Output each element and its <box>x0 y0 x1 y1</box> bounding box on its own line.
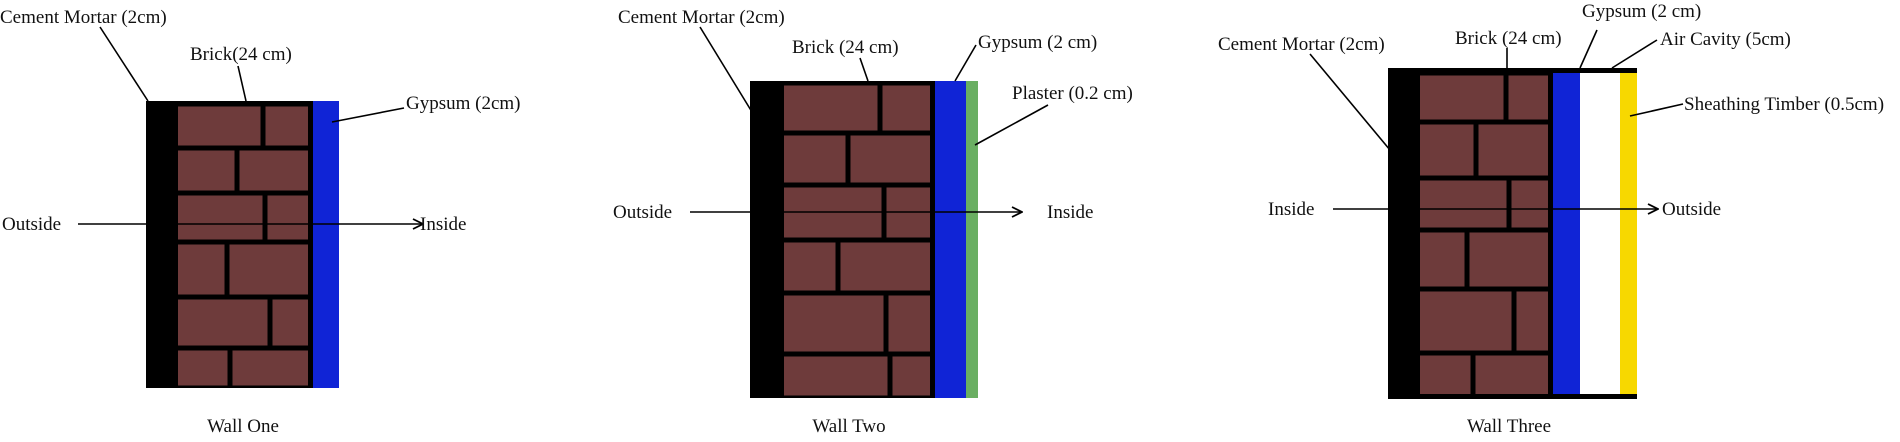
wall-two-cement-mortar-layer <box>750 81 779 398</box>
wall-three-gypsum-leader <box>1579 29 1598 69</box>
wall-two-gypsum-label: Gypsum (2 cm) <box>978 32 1097 53</box>
brick <box>178 299 268 346</box>
brick <box>232 350 308 386</box>
wall-two-brick-leader <box>859 57 869 82</box>
wall-one-outside-label: Outside <box>2 214 61 235</box>
wall-three-caption: Wall Three <box>1467 416 1551 437</box>
brick <box>1420 124 1474 176</box>
wall-two: Cement Mortar (2cm) Brick (24 cm) Gypsum… <box>613 7 1133 437</box>
brick <box>784 85 878 131</box>
brick <box>272 299 308 346</box>
wall-one-cement-mortar-layer <box>146 101 173 388</box>
brick <box>267 195 308 240</box>
brick <box>178 106 261 146</box>
wall-one-cement-mortar-label: Cement Mortar (2cm) <box>0 7 167 28</box>
brick <box>1478 124 1548 176</box>
brick <box>178 150 235 191</box>
wall-three-brick-label: Brick (24 cm) <box>1455 28 1562 49</box>
wall-two-plaster-leader <box>974 104 1049 146</box>
wall-two-caption: Wall Two <box>812 416 885 437</box>
wall-two-cement-mortar-label: Cement Mortar (2cm) <box>618 7 785 28</box>
brick <box>784 242 836 291</box>
wall-three-timber-leader <box>1629 103 1684 117</box>
brick <box>1511 180 1548 228</box>
wall-one-brick-leader <box>237 65 247 102</box>
wall-two-inside-label: Inside <box>1047 202 1093 223</box>
brick <box>239 150 308 191</box>
brick <box>1420 75 1504 120</box>
wall-one: Cement Mortar (2cm) Brick(24 cm) Gypsum … <box>0 7 521 437</box>
wall-one-gypsum-label: Gypsum (2cm) <box>406 93 521 114</box>
wall-three-timber-label: Sheathing Timber (0.5cm) <box>1684 94 1884 115</box>
brick <box>1420 291 1512 351</box>
brick <box>784 356 888 396</box>
wall-two-gypsum-layer <box>935 81 966 398</box>
wall-two-brick-layer-bricks <box>784 85 930 396</box>
wall-three-bottom-edge <box>1388 394 1637 399</box>
wall-three-top-edge <box>1388 68 1637 73</box>
wall-three-air-cavity-label: Air Cavity (5cm) <box>1660 29 1791 50</box>
brick <box>1420 232 1465 287</box>
brick <box>178 195 263 240</box>
brick <box>882 85 930 131</box>
brick <box>1420 180 1507 228</box>
wall-two-plaster-layer <box>966 81 978 398</box>
brick <box>892 356 930 396</box>
brick <box>265 106 308 146</box>
wall-two-brick-label: Brick (24 cm) <box>792 37 899 58</box>
wall-one-gypsum-leader <box>331 107 405 123</box>
wall-two-gypsum-leader <box>954 44 977 82</box>
wall-one-cement-mortar-leader <box>99 26 149 102</box>
wall-one-gypsum-layer <box>313 101 339 388</box>
wall-two-cement-mortar-leader <box>699 26 753 113</box>
brick <box>1516 291 1548 351</box>
wall-one-inside-label: Inside <box>420 214 466 235</box>
wall-three-brick-layer-bricks <box>1420 75 1548 396</box>
wall-one-brick-layer-bricks <box>178 106 308 386</box>
wall-three-cement-mortar-layer <box>1388 68 1415 399</box>
brick <box>888 295 930 352</box>
wall-three-gypsum-layer <box>1553 73 1580 398</box>
wall-three-air-cavity-layer <box>1580 73 1620 398</box>
wall-three-air-cavity-leader <box>1611 39 1658 69</box>
brick <box>1475 355 1548 396</box>
brick <box>840 242 930 291</box>
brick <box>850 135 930 183</box>
brick <box>1469 232 1548 287</box>
wall-three-cement-mortar-leader <box>1309 53 1391 151</box>
wall-one-brick-label: Brick(24 cm) <box>190 44 292 65</box>
wall-two-outside-label: Outside <box>613 202 672 223</box>
brick <box>178 244 225 295</box>
wall-three-gypsum-label: Gypsum (2 cm) <box>1582 1 1701 22</box>
brick <box>784 295 884 352</box>
brick <box>1508 75 1548 120</box>
wall-three: Cement Mortar (2cm) Brick (24 cm) Gypsum… <box>1218 1 1884 437</box>
wall-two-plaster-label: Plaster (0.2 cm) <box>1012 83 1133 104</box>
wall-three-timber-layer <box>1620 73 1637 398</box>
wall-three-inside-label: Inside <box>1268 199 1314 220</box>
brick <box>784 135 846 183</box>
wall-three-outside-label: Outside <box>1662 199 1721 220</box>
wall-three-cement-mortar-label: Cement Mortar (2cm) <box>1218 34 1385 55</box>
brick <box>229 244 308 295</box>
brick <box>178 350 228 386</box>
brick <box>1420 355 1471 396</box>
wall-one-caption: Wall One <box>207 416 279 437</box>
